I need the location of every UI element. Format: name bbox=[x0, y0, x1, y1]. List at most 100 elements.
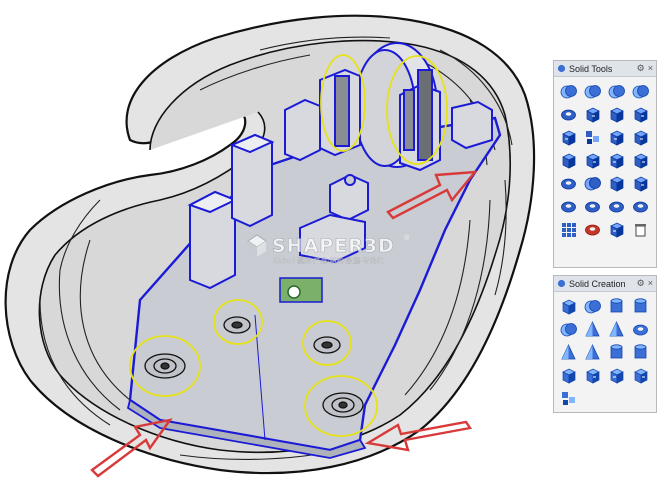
rotate-hole-icon bbox=[609, 201, 624, 213]
tool-cap-holes[interactable] bbox=[559, 105, 578, 124]
extrude-curve-icon bbox=[562, 368, 576, 384]
tool-stretch-solid[interactable] bbox=[631, 151, 650, 170]
tool-boolean-union[interactable] bbox=[559, 82, 578, 101]
trash-icon bbox=[635, 224, 646, 237]
tool-rotate-hole[interactable] bbox=[607, 197, 626, 216]
offset-solid-icon bbox=[610, 130, 624, 146]
sphere-icon bbox=[584, 300, 601, 314]
modeling-viewport[interactable]: SHAPER3D ® Rhino | 模型·产品·结构·数据·专业化 bbox=[0, 0, 550, 491]
pyramid-icon bbox=[561, 344, 576, 360]
solid-tools-panel: Solid Tools ⚙ × bbox=[553, 60, 657, 268]
highlight-ellipses bbox=[129, 54, 448, 437]
tool-extrude-curve[interactable] bbox=[559, 366, 578, 385]
tool-merge-faces[interactable] bbox=[631, 174, 650, 193]
torus-icon bbox=[633, 324, 648, 336]
pipe-icon bbox=[634, 344, 647, 359]
tool-truncated-pyramid[interactable] bbox=[583, 343, 602, 362]
solid-creation-title: Solid Creation bbox=[569, 278, 626, 289]
tool-edge-tools[interactable] bbox=[607, 220, 626, 239]
tool-sphere[interactable] bbox=[583, 297, 602, 316]
extract-surface-icon bbox=[586, 107, 600, 123]
tool-solid-options[interactable] bbox=[631, 366, 650, 385]
tool-boolean-difference[interactable] bbox=[583, 82, 602, 101]
tool-group[interactable] bbox=[559, 389, 578, 408]
chamfer-edge-icon bbox=[634, 107, 648, 123]
tool-fillet-edge[interactable] bbox=[607, 105, 626, 124]
gear-icon[interactable]: ⚙ bbox=[636, 63, 645, 73]
tool-cleanup[interactable] bbox=[631, 220, 650, 239]
watermark: SHAPER3D ® Rhino | 模型·产品·结构·数据·专业化 bbox=[247, 234, 410, 265]
tool-chamfer-edge[interactable] bbox=[631, 105, 650, 124]
tool-move-hole[interactable] bbox=[559, 174, 578, 193]
solid-options-icon bbox=[634, 368, 648, 384]
close-icon[interactable]: × bbox=[647, 278, 653, 288]
scroll-wheel-assembly bbox=[319, 42, 441, 172]
tool-truncated-cone[interactable] bbox=[607, 320, 626, 339]
tool-cylinder[interactable] bbox=[607, 297, 626, 316]
tool-move-edge[interactable] bbox=[583, 151, 602, 170]
tool-offset-solid[interactable] bbox=[607, 128, 626, 147]
tool-extrude-surface[interactable] bbox=[583, 366, 602, 385]
tool-extrude-face[interactable] bbox=[607, 151, 626, 170]
viewport-render: SHAPER3D ® Rhino | 模型·产品·结构·数据·专业化 bbox=[4, 14, 536, 478]
stretch-solid-icon bbox=[634, 153, 648, 169]
move-hole-icon bbox=[561, 178, 576, 190]
tool-extract-surface[interactable] bbox=[583, 105, 602, 124]
watermark-logo: SHAPER3D bbox=[272, 235, 395, 257]
array-grid-icon bbox=[562, 223, 576, 237]
tool-ellipsoid[interactable] bbox=[559, 320, 578, 339]
tool-paraboloid[interactable] bbox=[607, 343, 626, 362]
tool-wire-cut[interactable] bbox=[631, 128, 650, 147]
extrude-surface-icon bbox=[586, 368, 600, 384]
tool-slab[interactable] bbox=[607, 366, 626, 385]
gear-icon[interactable]: ⚙ bbox=[636, 278, 645, 288]
merge-faces-icon bbox=[634, 176, 648, 192]
array-hole-icon bbox=[633, 201, 648, 213]
solid-creation-grid bbox=[554, 292, 656, 412]
tube-icon bbox=[634, 298, 647, 313]
tool-boolean-split[interactable] bbox=[631, 82, 650, 101]
tool-split-face[interactable] bbox=[583, 174, 602, 193]
boolean-intersection-icon bbox=[608, 85, 625, 99]
wire-cut-icon bbox=[634, 130, 648, 146]
tool-array-grid[interactable] bbox=[559, 220, 578, 239]
shell-icon bbox=[562, 130, 576, 146]
tool-fold-face[interactable] bbox=[607, 174, 626, 193]
tool-torus[interactable] bbox=[631, 320, 650, 339]
tool-tube[interactable] bbox=[631, 297, 650, 316]
solid-creation-panel: Solid Creation ⚙ × bbox=[553, 275, 657, 413]
solid-creation-header[interactable]: Solid Creation ⚙ × bbox=[554, 276, 656, 292]
cylinder-icon bbox=[610, 298, 623, 313]
solid-tools-header[interactable]: Solid Tools ⚙ × bbox=[554, 61, 656, 77]
tool-delete-hole[interactable] bbox=[583, 220, 602, 239]
tool-pyramid[interactable] bbox=[559, 343, 578, 362]
tall-components bbox=[187, 98, 493, 290]
tool-boolean-intersection[interactable] bbox=[607, 82, 626, 101]
tool-explode[interactable] bbox=[583, 128, 602, 147]
solid-tools-panel-icon bbox=[557, 64, 566, 73]
move-face-icon bbox=[562, 153, 576, 169]
tool-move-face[interactable] bbox=[559, 151, 578, 170]
move-edge-icon bbox=[586, 153, 600, 169]
fillet-edge-icon bbox=[610, 107, 624, 123]
tool-shell[interactable] bbox=[559, 128, 578, 147]
explode-icon bbox=[586, 131, 599, 144]
tool-pipe[interactable] bbox=[631, 343, 650, 362]
delete-hole-icon bbox=[585, 224, 600, 236]
tool-cone[interactable] bbox=[583, 320, 602, 339]
solid-tools-title: Solid Tools bbox=[569, 63, 613, 74]
tool-box[interactable] bbox=[559, 297, 578, 316]
tool-make-hole[interactable] bbox=[559, 197, 578, 216]
solid-creation-panel-icon bbox=[557, 279, 566, 288]
close-icon[interactable]: × bbox=[647, 63, 653, 73]
truncated-cone-icon bbox=[609, 321, 624, 337]
tool-array-hole[interactable] bbox=[631, 197, 650, 216]
fold-face-icon bbox=[610, 176, 624, 192]
group-icon bbox=[562, 392, 575, 405]
tool-place-hole[interactable] bbox=[583, 197, 602, 216]
boolean-union-icon bbox=[560, 85, 577, 99]
solid-tools-grid bbox=[554, 77, 656, 243]
extrude-face-icon bbox=[610, 153, 624, 169]
boolean-difference-icon bbox=[584, 85, 601, 99]
make-hole-icon bbox=[561, 201, 576, 213]
